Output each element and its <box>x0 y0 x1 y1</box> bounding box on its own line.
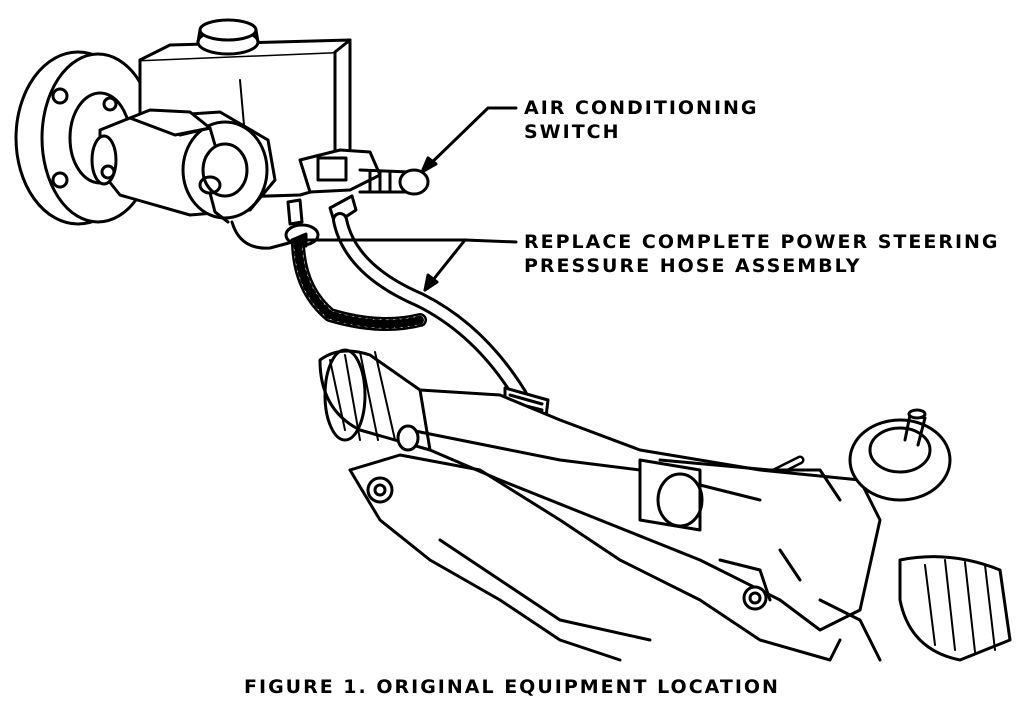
air-conditioning-switch <box>300 150 428 194</box>
power-steering-pump <box>92 110 275 222</box>
pressure-hose-label-line2: PRESSURE HOSE ASSEMBLY <box>524 255 862 277</box>
crossmember-frame <box>350 455 880 660</box>
steering-rack <box>320 350 1010 660</box>
ac-switch-label-line1: AIR CONDITIONING <box>524 97 759 119</box>
pressure-hose-label-line1: REPLACE COMPLETE POWER STEERING <box>524 231 1000 253</box>
ac-switch-label: AIR CONDITIONING SWITCH <box>524 96 759 144</box>
figure-caption: FIGURE 1. ORIGINAL EQUIPMENT LOCATION <box>244 676 780 698</box>
leader-arrows <box>292 108 516 290</box>
ac-switch-label-line2: SWITCH <box>524 121 621 143</box>
return-hose <box>298 245 420 324</box>
pressure-hose-label: REPLACE COMPLETE POWER STEERING PRESSURE… <box>524 230 1000 278</box>
